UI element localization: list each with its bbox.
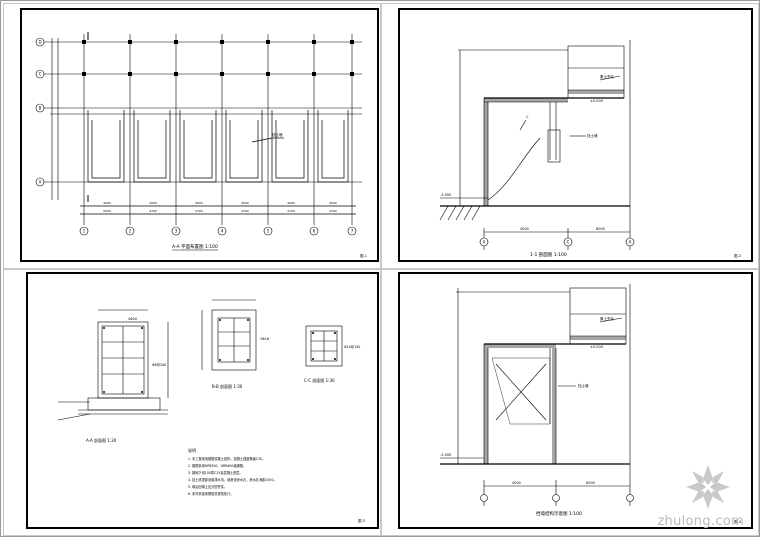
plan-dim-1: 4000 <box>103 201 111 205</box>
section1-note-soil: 素土夯实 <box>600 74 614 79</box>
section1-axis-a2: A <box>629 240 632 245</box>
detail-title-c: C-C 剖面图 1:30 <box>304 377 335 383</box>
detail-rebar-2: Φ8@200 <box>152 363 166 367</box>
section2-elev-0: ±0.000 <box>590 345 603 349</box>
axis-label-1: 1 <box>83 229 86 234</box>
cell-top-left <box>3 3 381 269</box>
section2-elev-1: -3.000 <box>440 453 451 457</box>
section1-sheet-no: 图-2 <box>734 254 741 258</box>
plan-dim2-5: 4700 <box>287 209 295 213</box>
plan-dim2-4: 4700 <box>241 209 249 213</box>
plan-dim2-1: 5500 <box>103 209 111 213</box>
details-drawing: 4Φ20 Φ8@200 2Φ16 Φ10@150 A-A 剖面图 1:30 B-… <box>57 299 365 523</box>
section2-sheet-no: 图-4 <box>734 520 742 524</box>
plan-dim-6: 4000 <box>329 201 337 205</box>
plan-dim-3: 4000 <box>195 201 203 205</box>
details-sheet-no: 图-3 <box>358 519 365 523</box>
section1-cut-c: C <box>526 115 529 119</box>
axis-label-4: 4 <box>221 229 224 234</box>
detail-rebar-1: 4Φ20 <box>128 317 137 321</box>
cell-bottom-left <box>3 269 381 536</box>
section-2-drawing: 挡土墙 素土夯实 ±0.000 -3.000 4000 6000 挡墙结构示意图… <box>440 284 742 524</box>
details-panel[interactable]: 4Φ20 Φ8@200 2Φ16 Φ10@150 A-A 剖面图 1:30 B-… <box>26 272 379 529</box>
plan-title: A-A 平面布置图 1:100 <box>172 243 218 250</box>
section1-axis-c: C <box>567 240 570 245</box>
axis-label-C: C <box>39 72 42 77</box>
notes-title: 说明 <box>188 447 196 453</box>
plan-dim-2: 4000 <box>149 201 157 205</box>
note-6: 6. 未尽事宜参照相关规范执行。 <box>188 491 234 496</box>
detail-title-a: A-A 剖面图 1:30 <box>86 437 117 443</box>
section-1-panel[interactable]: A C A C 挡土墙 素土夯实 ±0.000 -3.000 4000 6000… <box>398 8 753 262</box>
axis-label-7: 7 <box>351 229 354 234</box>
axis-label-5: 5 <box>267 229 270 234</box>
axis-label-A: A <box>39 180 42 185</box>
plan-dim2-2: 4700 <box>149 209 157 213</box>
section2-title: 挡墙结构示意图 1:100 <box>536 510 582 517</box>
plan-drawing: 挡土墙 1 2 3 4 5 6 7 D C B A 4000 4000 4000… <box>35 32 367 258</box>
plan-drawing-panel[interactable]: 挡土墙 1 2 3 4 5 6 7 D C B A 4000 4000 4000… <box>20 8 379 262</box>
cell-top-right <box>381 3 759 269</box>
plan-dim-4: 4000 <box>241 201 249 205</box>
section1-elev-0: ±0.000 <box>590 99 603 103</box>
section2-note-soil: 素土夯实 <box>600 316 614 321</box>
plan-dim2-3: 4700 <box>195 209 203 213</box>
axis-label-3: 3 <box>175 229 178 234</box>
section2-note-wall: 挡土墙 <box>578 383 589 388</box>
note-1: 1. 本工程采用钢筋混凝土结构，混凝土强度等级C30。 <box>188 456 265 461</box>
plan-sheet-no: 图-1 <box>360 254 367 258</box>
axis-label-6: 6 <box>313 229 316 234</box>
section1-elev-1: -3.000 <box>440 193 451 197</box>
axis-label-B: B <box>39 106 42 111</box>
note-4: 4. 挡土墙顶部设置排水沟，墙身设泄水孔，泄水孔间距2000。 <box>188 477 277 482</box>
detail-rebar-3: 2Φ16 <box>260 337 269 341</box>
axis-label-D: D <box>38 40 41 45</box>
section2-dim-2: 6000 <box>586 481 595 485</box>
watermark-text: zhulong.com <box>657 514 744 529</box>
section1-title: 1-1 剖面图 1:100 <box>530 251 567 258</box>
section1-dim-1: 4000 <box>520 227 529 231</box>
note-5: 5. 墙后回填土应分层夯实。 <box>188 484 227 489</box>
note-3: 3. 基础下设100厚C15素混凝土垫层。 <box>188 470 243 475</box>
cell-bottom-right <box>381 269 759 536</box>
section1-note-wall: 挡土墙 <box>587 133 598 138</box>
zhulong-logo-icon <box>686 465 730 509</box>
plan-dim2-6: 4700 <box>329 209 337 213</box>
section1-dim-2: 6000 <box>596 227 605 231</box>
detail-title-b: B-B 剖面图 1:30 <box>212 383 243 389</box>
section1-axis-a: A <box>483 240 486 245</box>
axis-label-2: 2 <box>129 229 132 234</box>
detail-rebar-4: Φ10@150 <box>344 345 360 349</box>
plan-dim-5: 4000 <box>287 201 295 205</box>
section-1-drawing: A C A C 挡土墙 素土夯实 ±0.000 -3.000 4000 6000… <box>439 40 741 258</box>
plan-note: 挡土墙 <box>272 132 283 137</box>
section2-dim-1: 4000 <box>512 481 521 485</box>
note-2: 2. 钢筋采用HPB300、HRB400级钢筋。 <box>188 463 246 468</box>
